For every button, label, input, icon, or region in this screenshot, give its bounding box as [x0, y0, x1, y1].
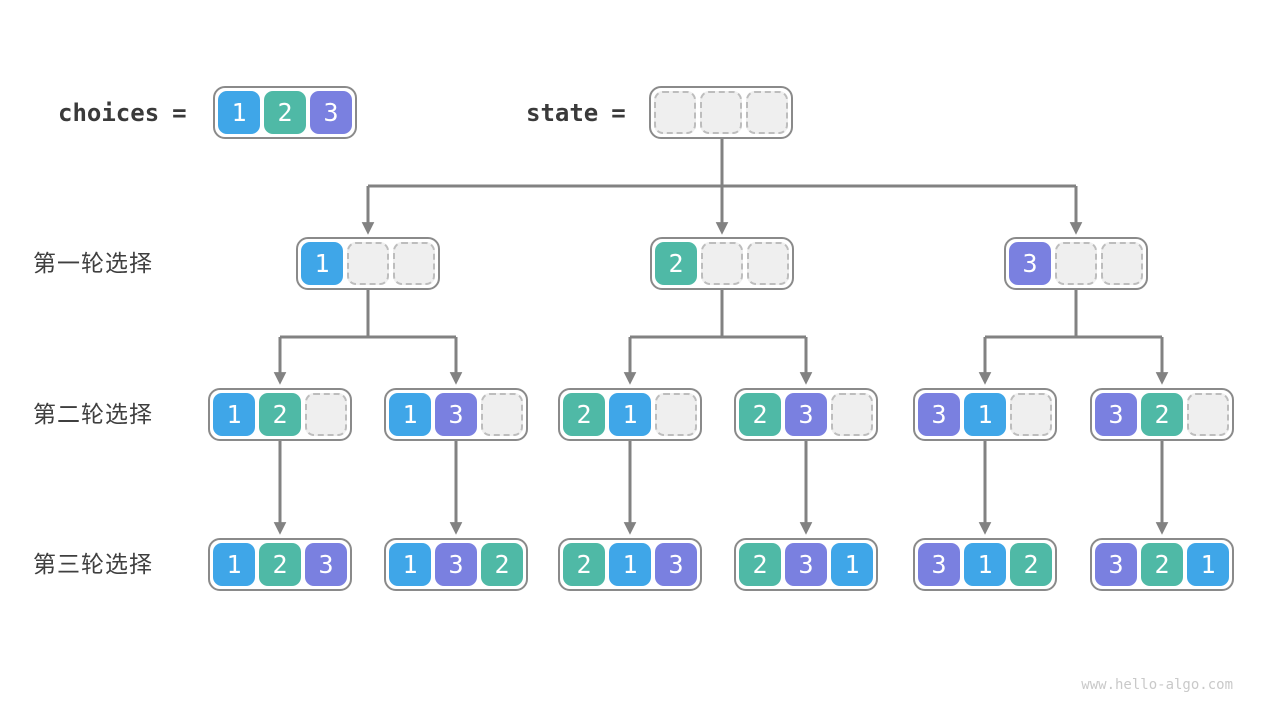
empty-cell: [700, 91, 742, 134]
cell-value: 1: [609, 393, 651, 436]
choices-equals-sign: =: [172, 98, 187, 127]
empty-cell: [654, 91, 696, 134]
empty-cell: [481, 393, 523, 436]
watermark: www.hello-algo.com: [1081, 677, 1233, 693]
cell-value: 1: [1187, 543, 1229, 586]
round1-label: 第一轮选择: [33, 250, 153, 276]
cell-value: 1: [831, 543, 873, 586]
empty-cell: [393, 242, 435, 285]
cell-value: 1: [964, 543, 1006, 586]
cell-value: 3: [918, 543, 960, 586]
cell-value: 1: [964, 393, 1006, 436]
empty-cell: [701, 242, 743, 285]
tree-node-r2-2: 2 1: [558, 388, 702, 441]
state-label-group: state =: [526, 86, 626, 139]
cell-value: 2: [1141, 543, 1183, 586]
cell-value: 3: [1095, 393, 1137, 436]
cell-value: 3: [655, 543, 697, 586]
tree-node-r1-2: 3: [1004, 237, 1148, 290]
cell-value: 1: [389, 393, 431, 436]
choices-cell-3: 3: [310, 91, 352, 134]
cell-value: 2: [563, 393, 605, 436]
cell-value: 2: [259, 543, 301, 586]
tree-node-r2-4: 3 1: [913, 388, 1057, 441]
choices-label: choices: [58, 98, 160, 127]
cell-value: 2: [739, 543, 781, 586]
round2-label: 第二轮选择: [33, 401, 153, 427]
state-equals-sign: =: [611, 98, 626, 127]
choices-label-group: choices =: [58, 86, 187, 139]
choices-cell-1: 1: [218, 91, 260, 134]
cell-value: 2: [1141, 393, 1183, 436]
empty-cell: [1187, 393, 1229, 436]
empty-cell: [747, 242, 789, 285]
cell-value: 1: [213, 393, 255, 436]
tree-node-r3-5: 3 2 1: [1090, 538, 1234, 591]
tree-node-r3-2: 2 1 3: [558, 538, 702, 591]
cell-value: 3: [305, 543, 347, 586]
tree-node-r2-5: 3 2: [1090, 388, 1234, 441]
empty-cell: [746, 91, 788, 134]
cell-value: 2: [655, 242, 697, 285]
cell-value: 3: [435, 393, 477, 436]
round3-label: 第三轮选择: [33, 551, 153, 577]
cell-value: 2: [563, 543, 605, 586]
empty-cell: [1010, 393, 1052, 436]
cell-value: 3: [918, 393, 960, 436]
tree-node-r3-3: 2 3 1: [734, 538, 878, 591]
cell-value: 2: [481, 543, 523, 586]
empty-cell: [655, 393, 697, 436]
cell-value: 1: [609, 543, 651, 586]
tree-node-r2-0: 1 2: [208, 388, 352, 441]
tree-node-r1-1: 2: [650, 237, 794, 290]
cell-value: 3: [435, 543, 477, 586]
empty-cell: [305, 393, 347, 436]
state-array-root: [649, 86, 793, 139]
empty-cell: [1101, 242, 1143, 285]
choices-array: 1 2 3: [213, 86, 357, 139]
tree-node-r3-0: 1 2 3: [208, 538, 352, 591]
cell-value: 1: [301, 242, 343, 285]
cell-value: 3: [785, 393, 827, 436]
cell-value: 3: [785, 543, 827, 586]
tree-node-r3-1: 1 3 2: [384, 538, 528, 591]
empty-cell: [347, 242, 389, 285]
tree-node-r3-4: 3 1 2: [913, 538, 1057, 591]
cell-value: 3: [1009, 242, 1051, 285]
cell-value: 1: [389, 543, 431, 586]
choices-cell-2: 2: [264, 91, 306, 134]
tree-node-r2-1: 1 3: [384, 388, 528, 441]
empty-cell: [831, 393, 873, 436]
cell-value: 1: [213, 543, 255, 586]
tree-node-r2-3: 2 3: [734, 388, 878, 441]
cell-value: 2: [1010, 543, 1052, 586]
empty-cell: [1055, 242, 1097, 285]
cell-value: 2: [739, 393, 781, 436]
state-label: state: [526, 98, 599, 127]
cell-value: 3: [1095, 543, 1137, 586]
cell-value: 2: [259, 393, 301, 436]
tree-node-r1-0: 1: [296, 237, 440, 290]
